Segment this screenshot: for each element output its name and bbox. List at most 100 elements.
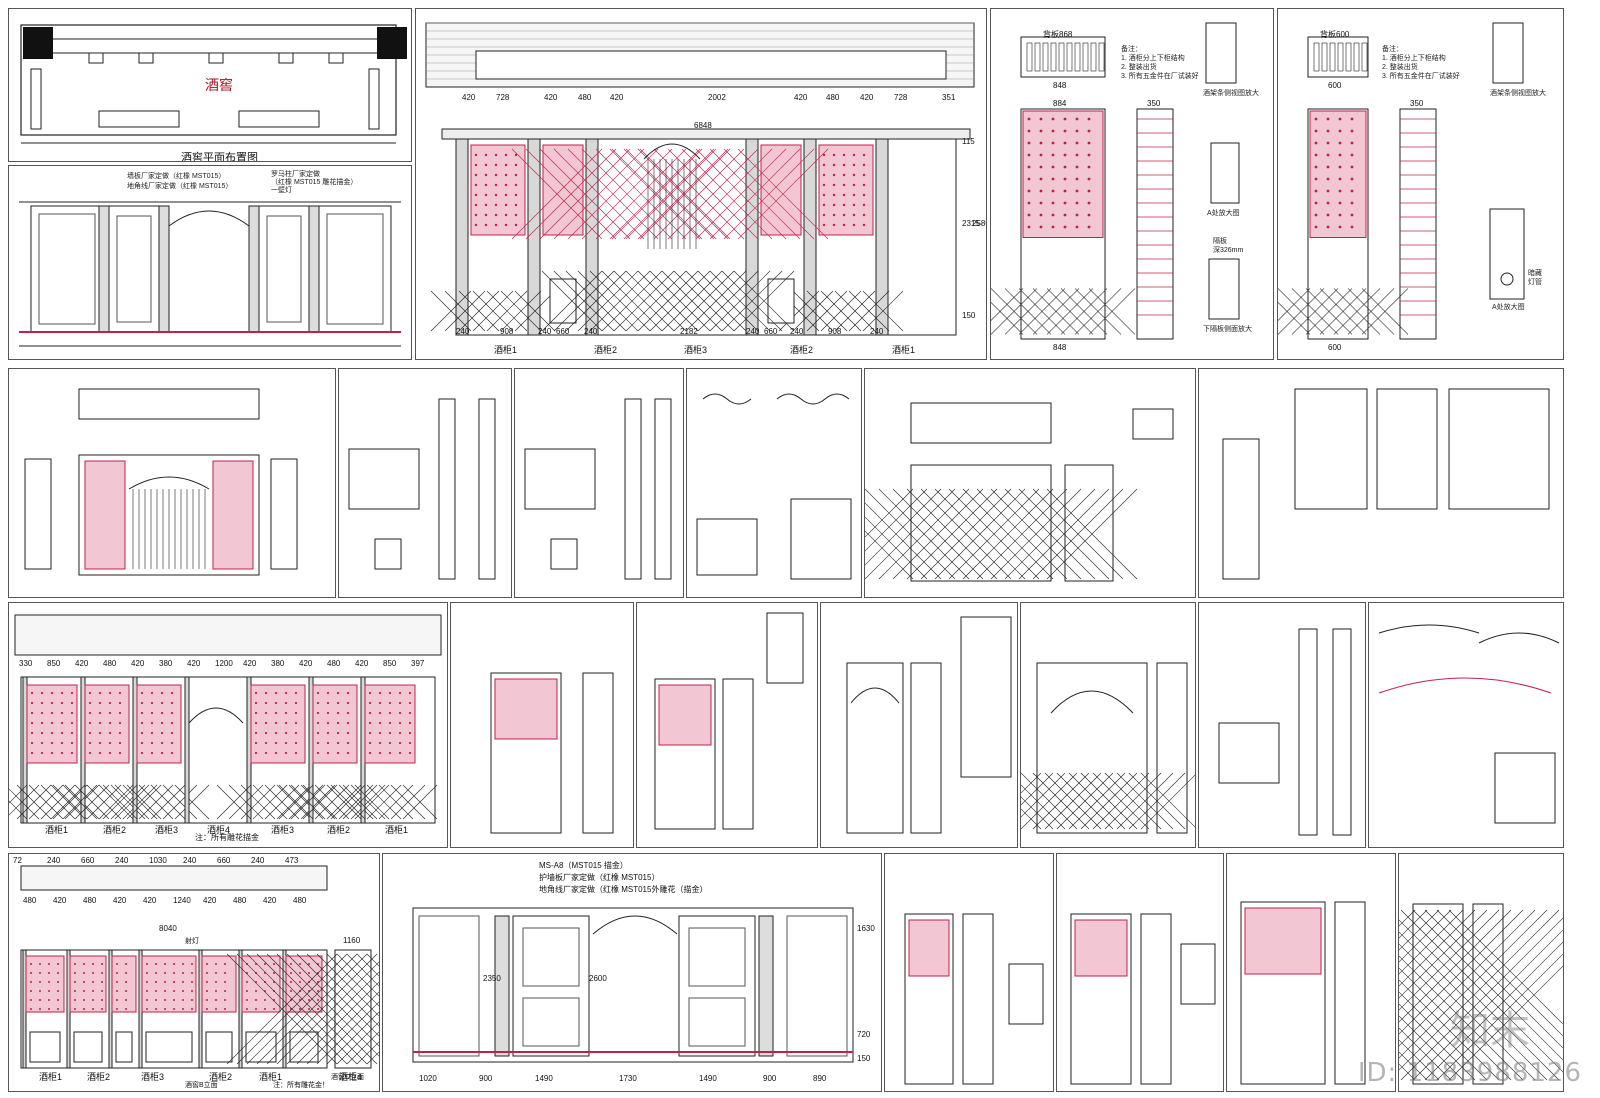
row4b-bottom-dim: 1490 bbox=[699, 1074, 717, 1083]
bottom-dim: 2182 bbox=[680, 327, 698, 336]
row2-drawing-4 bbox=[696, 393, 852, 580]
row4-lower-dim: 480 bbox=[293, 896, 307, 905]
d1-shelf-label: 隔板 深326mm bbox=[1213, 238, 1244, 254]
row2-drawing-3 bbox=[524, 398, 672, 580]
row4-cabinet-label: 酒柜1 bbox=[259, 1072, 283, 1082]
bottom-dim: 240 bbox=[456, 327, 470, 336]
height-dim: 150 bbox=[962, 311, 976, 320]
d1-top-label: 背板868 bbox=[1043, 30, 1073, 39]
overall-width: 6848 bbox=[694, 121, 712, 130]
row3-top-dim: 420 bbox=[131, 659, 145, 668]
top-dim: 480 bbox=[578, 93, 592, 102]
height-dim: 2315 bbox=[962, 219, 980, 228]
row3-top-dim: 850 bbox=[383, 659, 397, 668]
d2-top-label: 背板600 bbox=[1320, 30, 1350, 39]
detail-cabinet-2-drawing bbox=[1278, 22, 1525, 340]
row3-drawing-2 bbox=[490, 672, 614, 834]
row3-drawing-5 bbox=[1021, 662, 1195, 834]
d2-dim-2: 600 bbox=[1328, 343, 1342, 352]
row4-lower-dim: 420 bbox=[53, 896, 67, 905]
row3-cabinet-label: 酒柜1 bbox=[45, 825, 69, 835]
height-dim: 2580 bbox=[972, 219, 986, 228]
row3-top-dim: 397 bbox=[411, 659, 425, 668]
d1-callout: A处放大图 bbox=[1207, 210, 1240, 217]
d1-notes: 备注： 1. 酒柜分上下柜结构 2. 整装出货 3. 所有五金件在厂试装好 bbox=[1121, 46, 1199, 80]
main-elevation-drawing bbox=[425, 22, 975, 336]
top-dim: 351 bbox=[942, 93, 956, 102]
top-dim: 2002 bbox=[708, 93, 726, 102]
row4b-height-dim: 150 bbox=[857, 1054, 871, 1063]
row4-caption-b: 酒窖B立面 bbox=[185, 1082, 218, 1089]
row3-top-dim: 480 bbox=[103, 659, 117, 668]
row3-drawing-6 bbox=[1218, 628, 1352, 836]
row4-top-dim: 1030 bbox=[149, 856, 167, 865]
row4b-height-dim: 1630 bbox=[857, 924, 875, 933]
d1-shelf-caption: 下隔板侧面放大 bbox=[1203, 326, 1252, 333]
row4-lower-dim: 420 bbox=[203, 896, 217, 905]
row3-top-dim: 850 bbox=[47, 659, 61, 668]
height-dim: 115 bbox=[962, 137, 975, 146]
elevation-a-panel: 墙板厂家定做（红橡 MST015） 地角线厂家定做（红橡 MST015） 罗马柱… bbox=[8, 165, 412, 360]
room-label: 酒窖 bbox=[205, 77, 233, 93]
row4b-height-dim: 720 bbox=[857, 1030, 871, 1039]
row4b-bottom-dim: 1020 bbox=[419, 1074, 437, 1083]
bottom-dim: 240 bbox=[746, 327, 760, 336]
row4-cabinet-label: 酒柜4 bbox=[339, 1072, 363, 1082]
row2-panel-5 bbox=[864, 368, 1196, 598]
row3-top-dim: 380 bbox=[159, 659, 173, 668]
plan-drawing bbox=[20, 24, 407, 144]
bottom-dim: 240 bbox=[538, 327, 552, 336]
row4-top-dim: 660 bbox=[81, 856, 95, 865]
row2-drawing-1 bbox=[24, 388, 298, 576]
row3-cabinet-label: 酒柜3 bbox=[155, 825, 179, 835]
elevation-a-drawing bbox=[19, 201, 401, 347]
row3-top-dim: 480 bbox=[327, 659, 341, 668]
row4b-elevation-panel: MS-A8（MST015 描金） 护墙板厂家定做（红橡 MST015） 地角线厂… bbox=[382, 853, 882, 1092]
detail-cabinet-2-panel: 背板600 600 600 350 备注： 1. 酒柜分上下柜结构 2. 整装出… bbox=[1277, 8, 1564, 360]
d2-light-label: 暗藏 灯管 bbox=[1528, 270, 1542, 286]
row3-panel-7 bbox=[1368, 602, 1564, 848]
bottom-dim: 660 bbox=[556, 327, 570, 336]
row3-cabinet-label: 酒柜2 bbox=[103, 825, 127, 835]
row4b-bottom-dim: 900 bbox=[763, 1074, 777, 1083]
top-dim: 420 bbox=[610, 93, 624, 102]
row3-cabinet-label: 酒柜3 bbox=[271, 825, 295, 835]
row3-top-dim: 420 bbox=[243, 659, 257, 668]
d1-dim-4: 848 bbox=[1053, 343, 1067, 352]
top-dim: 480 bbox=[826, 93, 840, 102]
row2-panel-1 bbox=[8, 368, 336, 598]
row3-top-dim: 330 bbox=[19, 659, 33, 668]
cabinet-label: 酒柜2 bbox=[790, 345, 814, 355]
row2-panel-6 bbox=[1198, 368, 1564, 598]
row4-drawing-3 bbox=[904, 913, 1044, 1085]
row4-panel-4 bbox=[1056, 853, 1224, 1092]
row4-top-dim: 240 bbox=[251, 856, 265, 865]
row3-top-dim: 420 bbox=[299, 659, 313, 668]
top-dim: 420 bbox=[794, 93, 808, 102]
row3-cabinet-label: 酒柜1 bbox=[385, 825, 409, 835]
row3-drawing-7 bbox=[1378, 624, 1560, 824]
row4b-height-dim: 2350 bbox=[483, 974, 501, 983]
d2-side-label: 酒架条侧视图放大 bbox=[1490, 90, 1546, 97]
row4b-height-dim: 2600 bbox=[589, 974, 607, 983]
row3-note: 注：所有雕花描金 bbox=[195, 833, 259, 842]
row4-panel-3 bbox=[884, 853, 1054, 1092]
detail-cabinet-1-drawing bbox=[991, 22, 1240, 340]
row3-top-dim: 420 bbox=[75, 659, 89, 668]
elev-a-label-3: 罗马柱厂家定做 bbox=[271, 171, 320, 178]
row4-lower-dim: 480 bbox=[233, 896, 247, 905]
d2-callout: A处放大图 bbox=[1492, 304, 1525, 311]
bottom-dim: 908 bbox=[500, 327, 514, 336]
bottom-dim: 240 bbox=[584, 327, 598, 336]
top-dim: 420 bbox=[462, 93, 476, 102]
row4-cabinet-label: 酒柜2 bbox=[87, 1072, 111, 1082]
elev-a-label-4: （红橡 MST015 雕花描金） bbox=[271, 179, 358, 186]
row4b-bottom-dim: 1730 bbox=[619, 1074, 637, 1083]
row4-top-dim: 660 bbox=[217, 856, 231, 865]
d1-dim-3: 350 bbox=[1147, 99, 1161, 108]
row3-top-dim: 380 bbox=[271, 659, 285, 668]
row4-lower-dim: 480 bbox=[83, 896, 97, 905]
